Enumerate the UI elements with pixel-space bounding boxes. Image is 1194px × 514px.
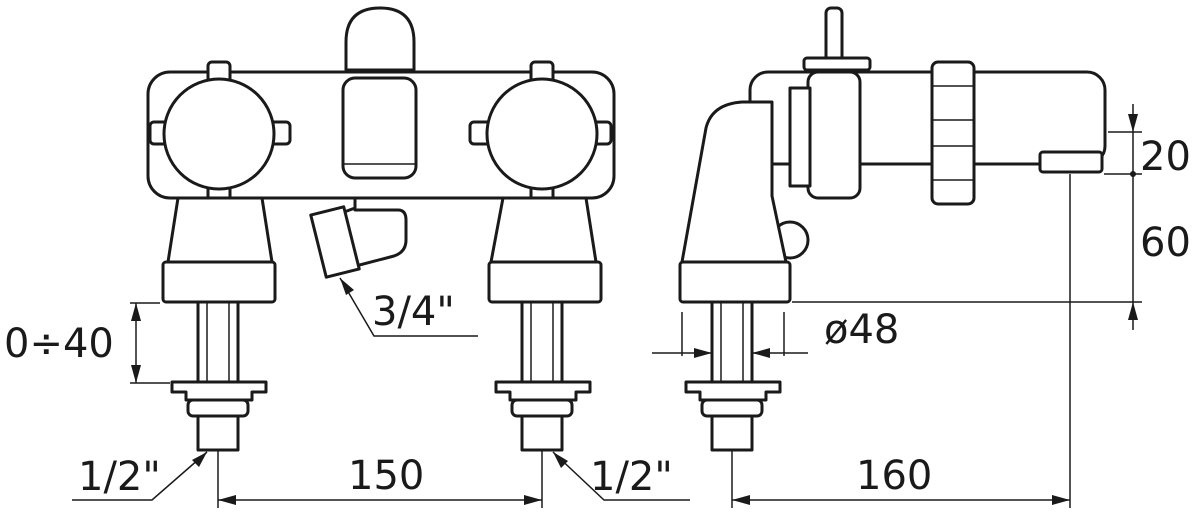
dim-label-left-thread: 1/2" [78, 454, 161, 500]
side-view [678, 6, 1107, 452]
left-leg [166, 196, 274, 264]
dim-label-spout-height: 20 [1140, 134, 1191, 180]
dim-label-adjustment: 0÷40 [4, 321, 114, 367]
dim-label-body-height: 60 [1140, 220, 1191, 266]
right-leg [489, 196, 598, 264]
left-inlet-pipe [170, 300, 268, 452]
side-cartridge [806, 70, 862, 200]
side-leg [680, 100, 788, 264]
side-inlet-pipe [684, 300, 782, 452]
front-view [146, 6, 616, 452]
right-inlet-pipe [494, 300, 592, 452]
dim-label-pipe-diameter: ø48 [824, 307, 899, 353]
spout-end [1038, 150, 1104, 174]
coupling-nut [930, 60, 976, 206]
dimension-lines [72, 104, 1142, 508]
top-cap [344, 6, 416, 72]
dim-label-centre-distance: 150 [348, 453, 424, 499]
outlet-nozzle [309, 205, 361, 279]
dim-label-right-thread: 1/2" [590, 454, 673, 500]
dim-label-projection: 160 [856, 453, 932, 499]
centre-cartridge [341, 76, 418, 180]
dim-label-outlet-thread: 3/4" [372, 289, 455, 335]
